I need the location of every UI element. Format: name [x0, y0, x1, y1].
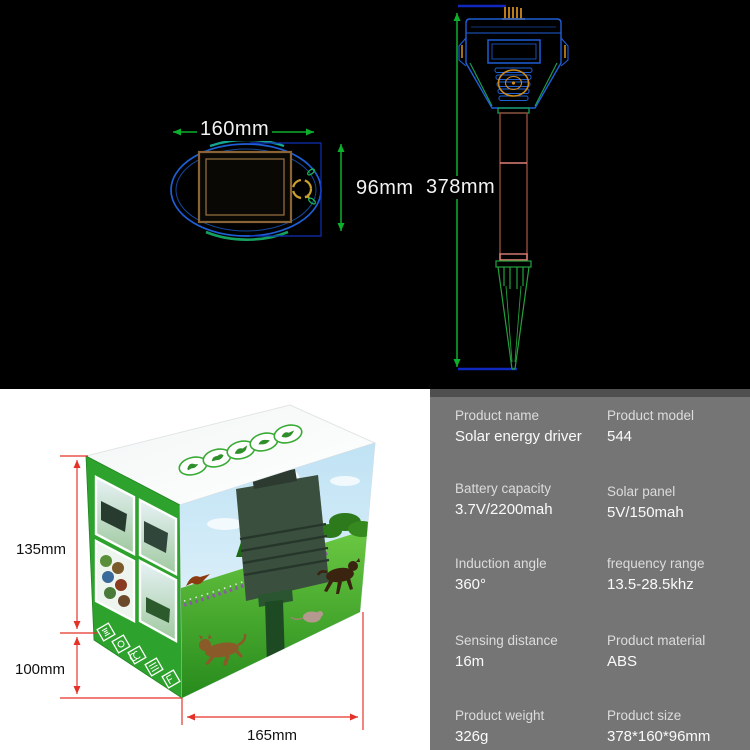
spec-product-model: Product model 544 — [607, 408, 750, 445]
top-view-wireframe — [170, 128, 345, 241]
certification-icons — [96, 622, 181, 689]
box-top-face — [84, 404, 377, 506]
cat-silhouette — [199, 633, 247, 666]
animal-icon — [226, 440, 256, 460]
spec-label: Product size — [607, 708, 682, 723]
spec-value: 5V/150mah — [607, 504, 684, 521]
spec-value: 544 — [607, 428, 633, 445]
animal-icons-row — [178, 424, 303, 476]
spec-value: 13.5-28.5khz — [607, 576, 694, 593]
pir-sensor-window — [487, 39, 541, 64]
mouse-silhouette — [290, 611, 323, 623]
box-front-height-label: 100mm — [15, 661, 66, 678]
ce-mark-icon — [127, 645, 147, 665]
fcc-icon — [161, 669, 181, 689]
spec-frequency-range: frequency range 13.5-28.5khz — [607, 556, 750, 593]
spec-product-name: Product name Solar energy driver — [455, 408, 603, 445]
spec-value: 378*160*96mm — [607, 728, 711, 745]
spec-value: 326g — [455, 728, 489, 745]
repeller-head-outline — [458, 18, 569, 109]
box-width-label: 165mm — [246, 727, 298, 744]
spec-label: frequency range — [607, 556, 705, 571]
top-view-width-label: 160mm — [197, 118, 273, 141]
connector-pins-icon — [502, 7, 525, 20]
wireframe-drawings — [170, 4, 569, 371]
speaker-icon — [494, 67, 533, 101]
dog-silhouette — [316, 558, 360, 594]
spec-value: Solar energy driver — [455, 428, 582, 445]
spec-induction-angle: Induction angle 360° — [455, 556, 603, 593]
blue-extension-lines — [250, 142, 322, 237]
photo-thumbnails — [100, 501, 170, 623]
spec-value: ABS — [607, 653, 638, 670]
side-view-height-label: 378mm — [423, 176, 499, 199]
sensor-knob-outline — [291, 168, 316, 205]
recycle-icon — [111, 634, 131, 654]
package-photo-section: 135mm 100mm 165mm — [0, 389, 430, 750]
spec-product-material: Product material ABS — [607, 633, 750, 670]
stake-pole-outline — [499, 112, 528, 261]
spec-panel: Product name Solar energy driver Product… — [430, 389, 750, 750]
spec-label: Product weight — [455, 708, 545, 723]
spec-label: Battery capacity — [455, 481, 552, 496]
spec-battery-capacity: Battery capacity 3.7V/2200mah — [455, 481, 603, 518]
spec-value: 16m — [455, 653, 485, 670]
spec-label: Sensing distance — [455, 633, 558, 648]
rohs-icon — [144, 657, 164, 677]
box-side-height-label: 135mm — [16, 541, 67, 558]
ground-spike-outline — [495, 260, 532, 370]
side-view-wireframe — [453, 4, 569, 371]
spec-value: 360° — [455, 576, 487, 593]
bird-silhouette — [186, 574, 210, 586]
animal-collage — [100, 555, 130, 607]
animal-icon — [273, 424, 303, 444]
spec-label: Product model — [607, 408, 695, 423]
spec-label: Product material — [607, 633, 706, 648]
spec-label: Solar panel — [607, 484, 676, 499]
red-dimension-lines — [60, 455, 364, 730]
spec-sensing-distance: Sensing distance 16m — [455, 633, 603, 670]
spec-label: Product name — [455, 408, 540, 423]
spec-value: 3.7V/2200mah — [455, 501, 553, 518]
solar-panel-outline — [197, 150, 293, 224]
spec-label: Induction angle — [455, 556, 547, 571]
weee-bin-icon — [96, 622, 116, 642]
spec-product-size: Product size 378*160*96mm — [607, 708, 750, 745]
top-view-height-label: 96mm — [356, 177, 414, 199]
dimension-diagrams-section: 160mm 96mm 378mm — [170, 4, 569, 371]
animal-icon — [178, 456, 208, 476]
spec-product-weight: Product weight 326g — [455, 708, 603, 745]
package-box-drawing — [60, 404, 377, 730]
spec-solar-panel: Solar panel 5V/150mah — [607, 484, 750, 521]
box-left-face — [85, 455, 183, 699]
